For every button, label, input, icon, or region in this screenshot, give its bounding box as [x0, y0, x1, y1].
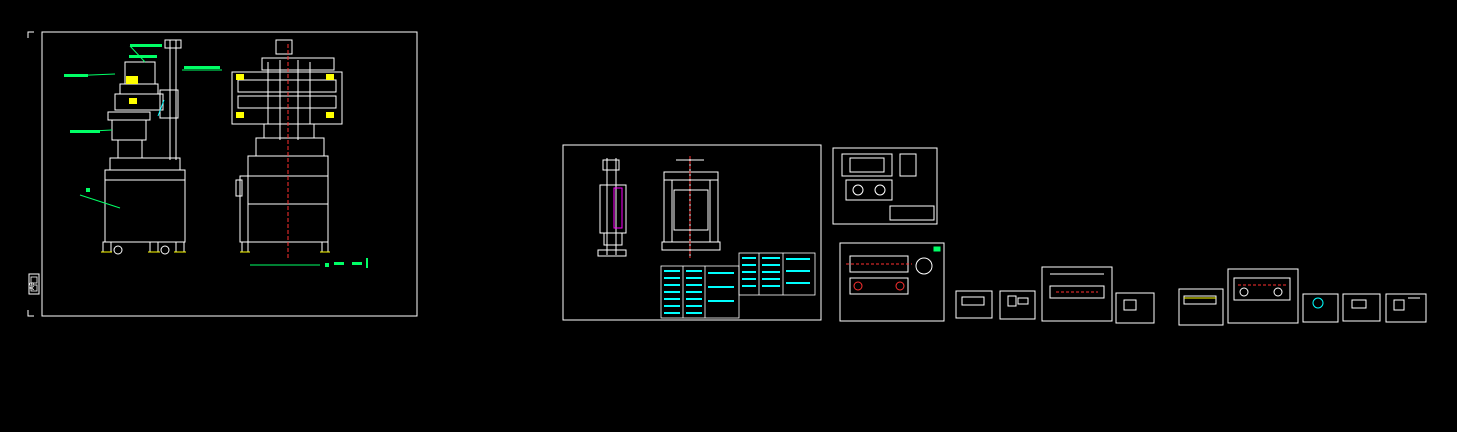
- bom-rows: [664, 257, 810, 314]
- sheet-part-7[interactable]: [1178, 288, 1224, 326]
- side-title-block: [28, 273, 40, 295]
- sheet-border: [41, 31, 418, 317]
- magenta-part: [613, 187, 623, 229]
- front-view-highlights: [236, 44, 368, 268]
- sheet-main-assembly[interactable]: A3: [27, 31, 418, 317]
- sheet-part-12[interactable]: [933, 246, 941, 252]
- sheet-part-11[interactable]: [1385, 293, 1427, 323]
- sheet-part-5[interactable]: [1041, 266, 1113, 322]
- sheet-part-8[interactable]: [1227, 268, 1299, 324]
- sheet-part-6[interactable]: [1115, 292, 1155, 324]
- frame-side-view: [597, 158, 627, 257]
- sheet-frame-assembly[interactable]: [562, 144, 822, 321]
- bom-table: [660, 252, 816, 319]
- sheet-part-4[interactable]: [999, 290, 1036, 320]
- sheet-size-label: A3: [29, 282, 36, 290]
- side-view-highlights: [64, 44, 222, 209]
- frame-front-view: [661, 156, 721, 258]
- sheet-part-3[interactable]: [955, 290, 993, 319]
- sheet-border: [562, 144, 822, 321]
- sheet-part-9[interactable]: [1302, 293, 1339, 323]
- sheet-part-2[interactable]: [839, 242, 945, 322]
- front-view: [231, 39, 343, 253]
- sheet-part-10[interactable]: [1342, 293, 1381, 322]
- sheet-part-1[interactable]: [832, 147, 938, 225]
- side-view: [101, 39, 186, 255]
